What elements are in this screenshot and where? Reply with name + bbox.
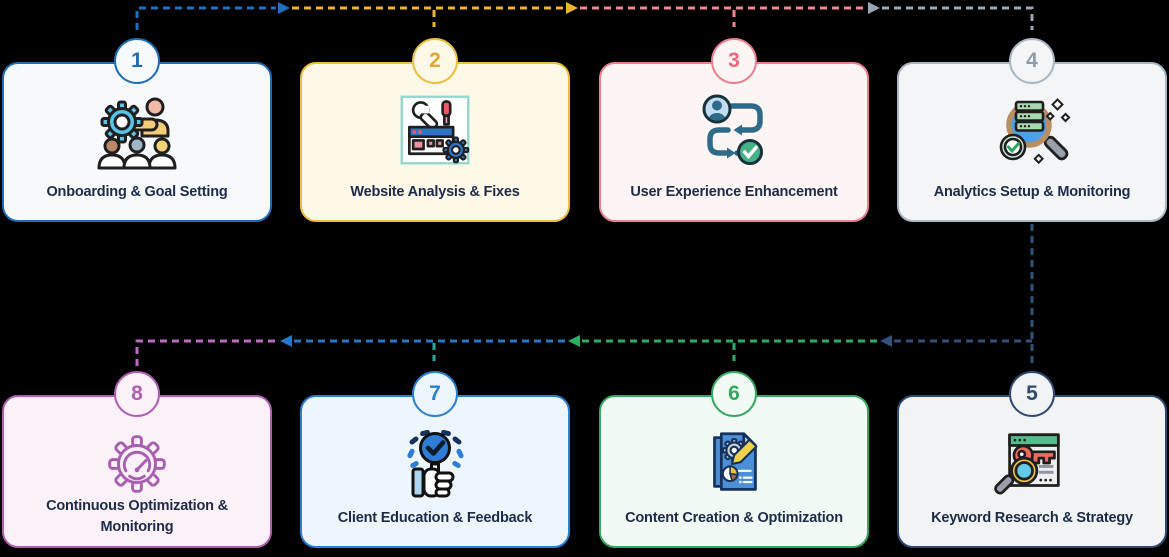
step-card-analytics-setup: 4 Analytics Set <box>897 38 1167 222</box>
thumbs-up-feedback-icon <box>407 429 464 498</box>
step-title: Client Education & Feedback <box>337 510 533 526</box>
step-number-badge: 3 <box>711 38 757 84</box>
step-number-badge: 2 <box>412 38 458 84</box>
analytics-magnifier-icon <box>999 98 1071 165</box>
step-card-website-analysis: 2 <box>300 38 570 222</box>
step-number-badge: 7 <box>412 371 458 417</box>
step-title: Website Analysis & Fixes <box>350 184 520 200</box>
content-document-icon <box>713 432 758 491</box>
top-connector-row1 <box>135 2 1034 30</box>
step-card-content-creation: 6 <box>599 371 869 548</box>
step-title: Onboarding & Goal Setting <box>46 184 228 200</box>
step-card-ux-enhancement: 3 User Experience Enhancement <box>599 38 869 222</box>
keyword-search-icon <box>994 433 1060 495</box>
step-card-keyword-research: 5 Keyword Research & Strategy <box>897 371 1167 548</box>
step-title: Analytics Setup & Monitoring <box>933 184 1131 200</box>
step-number-badge: 1 <box>114 38 160 84</box>
step-title: Keyword Research & Strategy <box>931 510 1133 526</box>
step-title: Continuous Optimization & Monitoring <box>46 498 228 535</box>
step-number-badge: 6 <box>711 371 757 417</box>
gear-gauge-icon <box>108 435 166 493</box>
step-title: User Experience Enhancement <box>630 184 838 200</box>
step-card-onboarding: 1 <box>2 38 272 222</box>
step-number-badge: 8 <box>114 371 160 417</box>
step-card-continuous-optimization: 8 Continuous Optimization & Monitoring <box>2 371 272 548</box>
step-card-client-education: 7 Cl <box>300 371 570 548</box>
team-gear-icon <box>97 97 177 170</box>
website-tools-icon <box>400 95 470 165</box>
bottom-connector-row2 <box>135 224 1034 366</box>
user-flow-check-icon <box>702 94 763 165</box>
step-number-badge: 5 <box>1009 371 1055 417</box>
step-number-badge: 4 <box>1009 38 1055 84</box>
step-title: Content Creation & Optimization <box>625 510 843 526</box>
